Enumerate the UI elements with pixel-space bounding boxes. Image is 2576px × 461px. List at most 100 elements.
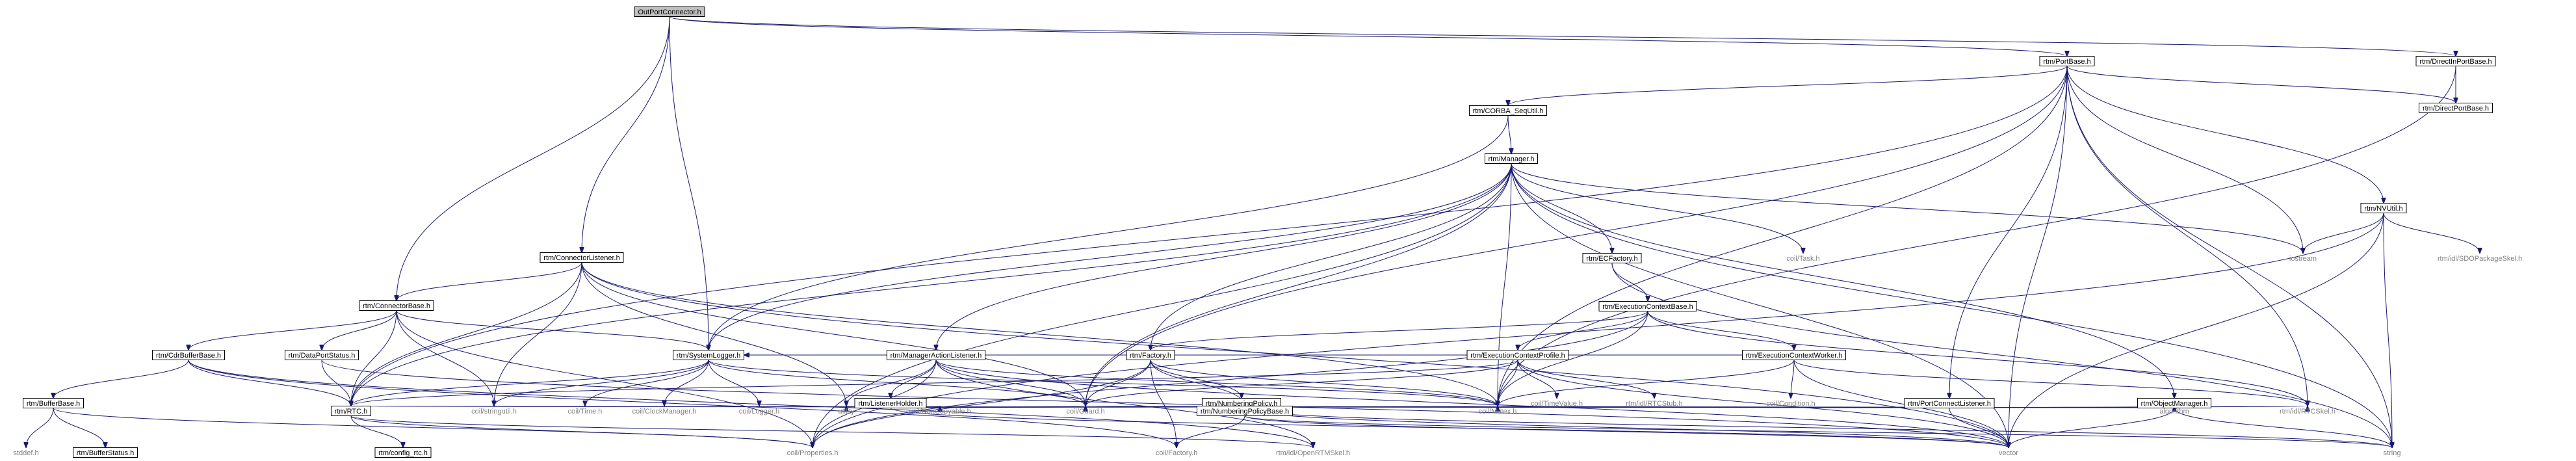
edge-rtm-rtc-h-to-coil-properties-h (350, 415, 813, 448)
edge-rtm-portbase-h-to-rtm-portconnectlistener-h (1949, 66, 2068, 399)
node-rtm-manageractionlistener-h[interactable]: rtm/ManagerActionListener.h (887, 350, 985, 360)
node-rtm-rtc-h[interactable]: rtm/RTC.h (331, 406, 371, 416)
node-rtm-executioncontextworker-h[interactable]: rtm/ExecutionContextWorker.h (1742, 350, 1846, 360)
node-rtm-bufferbase-h[interactable]: rtm/BufferBase.h (23, 398, 84, 408)
node-rtm-cdrbufferbase-h[interactable]: rtm/CdrBufferBase.h (152, 350, 225, 360)
edge-rtm-cdrbufferbase-h-to-rtm-bufferbase-h (53, 360, 189, 399)
node-rtm-directinportbase-h[interactable]: rtm/DirectInPortBase.h (2415, 56, 2496, 66)
node-rtm-connectorlistener-h[interactable]: rtm/ConnectorListener.h (540, 252, 624, 263)
edge-line (2303, 213, 2384, 254)
node-rtm-factory-h[interactable]: rtm/Factory.h (1126, 350, 1175, 360)
edge-line (1611, 263, 2392, 448)
edge-outportconnector-h-to-rtm-systemlogger-h (669, 16, 709, 350)
edge-rtm-factory-h-to-coil-mutex-h (1150, 360, 1498, 406)
edge-line (1498, 66, 2456, 406)
node-rtm-portbase-h[interactable]: rtm/PortBase.h (2039, 56, 2095, 66)
edge-line (1793, 360, 2009, 448)
node-label: rtm/Manager.h (1489, 155, 1535, 163)
node-rtm-directportbase-h[interactable]: rtm/DirectPortBase.h (2419, 103, 2493, 113)
node-rtm-manager-h[interactable]: rtm/Manager.h (1485, 153, 1538, 164)
edge-rtm-dataportstatus-h-to-rtm-rtc-h (321, 360, 351, 406)
node-rtm-portconnectlistener-h[interactable]: rtm/PortConnectListener.h (1904, 398, 1995, 408)
edge-line (188, 360, 1313, 448)
edge-rtm-rtc-h-to-rtm-config-rtc-h (350, 415, 403, 448)
node-rtm-executioncontextprofile-h[interactable]: rtm/ExecutionContextProfile.h (1466, 350, 1569, 360)
edge-line (351, 163, 1512, 406)
edge-line (351, 262, 582, 406)
node-label: rtm/CORBA_SeqUtil.h (1473, 107, 1544, 115)
edge-line (1511, 163, 1803, 254)
edge-line (1517, 360, 1557, 399)
edge-line (585, 360, 709, 406)
edge-line (26, 408, 54, 448)
node-rtm-dataportstatus-h[interactable]: rtm/DataPortStatus.h (285, 350, 359, 360)
node-label: coil/Task.h (1786, 255, 1819, 263)
node-rtm-nvutil-h[interactable]: rtm/NVUtil.h (2360, 203, 2407, 213)
node-label: rtm/NumberingPolicyBase.h (1201, 408, 1289, 415)
edge-rtm-manager-h-to-rtm-objectmanager-h (1511, 163, 2174, 399)
edge-outportconnector-h-to-rtm-directinportbase-h (669, 16, 2456, 57)
node-label: rtm/BufferBase.h (27, 400, 80, 408)
edge-line (322, 310, 397, 350)
node-coil-condition-h: coil/Condition.h (1766, 400, 1815, 408)
node-box (1598, 301, 1697, 311)
node-iostream: iostream (2289, 255, 2317, 263)
edge-line (1150, 360, 1242, 399)
edge-line (351, 66, 2068, 406)
node-box (152, 350, 225, 360)
edge-outportconnector-h-to-rtm-connectorbase-h (397, 16, 670, 301)
edge-rtm-systemlogger-h-to-coil-logger-h (708, 360, 759, 406)
edge-line (1498, 360, 1795, 406)
node-box (1126, 350, 1175, 360)
edge-outportconnector-h-to-rtm-connectorlistener-h (582, 16, 670, 253)
edge-rtm-manager-h-to-coil-guard-h (1086, 163, 1512, 406)
edge-line (350, 415, 403, 448)
edge-rtm-portbase-h-to-rtm-rtc-h (351, 66, 2068, 406)
node-label: coil/Factory.h (1156, 449, 1198, 457)
node-rtm-listenerholder-h[interactable]: rtm/ListenerHolder.h (854, 398, 927, 408)
node-coil-properties-h: coil/Properties.h (787, 449, 839, 457)
edge-line (2383, 213, 2480, 254)
node-rtm-objectmanager-h[interactable]: rtm/ObjectManager.h (2137, 398, 2211, 408)
edge-line (350, 415, 1313, 448)
edge-rtm-manageractionlistener-h-to-rtm-idl-openrtmskel-h (935, 360, 1313, 448)
edge-line (397, 16, 670, 301)
node-rtm-corba-sequtil-h[interactable]: rtm/CORBA_SeqUtil.h (1469, 105, 1547, 116)
edge-rtm-bufferbase-h-to-rtm-bufferstatus-h (53, 408, 105, 448)
edge-rtm-manageractionlistener-h-to-rtm-listenerholder-h (891, 360, 937, 399)
edge-line (321, 360, 2009, 448)
edge-rtm-executioncontextprofile-h-to-coil-timevalue-h (1517, 360, 1557, 399)
node-rtm-connectorbase-h[interactable]: rtm/ConnectorBase.h (359, 300, 434, 311)
node-rtm-numberingpolicybase-h[interactable]: rtm/NumberingPolicyBase.h (1197, 406, 1293, 416)
edge-rtm-connectorlistener-h-to-coil-stringutil-h (494, 262, 582, 406)
edge-rtm-connectorbase-h-to-rtm-dataportstatus-h (322, 310, 397, 350)
node-label: rtm/ObjectManager.h (2141, 400, 2208, 408)
node-rtm-executioncontextbase-h[interactable]: rtm/ExecutionContextBase.h (1598, 301, 1697, 311)
edge-line (351, 310, 397, 406)
edge-rtm-connectorlistener-h-to-utility (581, 262, 846, 406)
node-rtm-config-rtc-h[interactable]: rtm/config_rtc.h (374, 447, 432, 458)
node-coil-guard-h: coil/Guard.h (1066, 408, 1104, 415)
node-coil-factory-h: coil/Factory.h (1156, 449, 1198, 457)
edge-line (53, 408, 813, 448)
edge-rtm-systemlogger-h-to-coil-clockmanager-h (664, 360, 709, 406)
node-rtm-systemlogger-h[interactable]: rtm/SystemLogger.h (673, 350, 744, 360)
edge-rtm-executioncontextbase-h-to-rtm-idl-rtcskel-h (1647, 311, 2308, 406)
node-rtm-ecfactory-h[interactable]: rtm/ECFactory.h (1582, 253, 1642, 263)
edge-line (1498, 311, 1648, 406)
node-label: rtm/ConnectorBase.h (363, 302, 430, 310)
edge-line (188, 360, 351, 406)
edge-line (891, 360, 937, 399)
edge-rtm-manageractionlistener-h-to-coil-mutex-h (935, 360, 1498, 406)
node-label: rtm/PortBase.h (2043, 58, 2090, 66)
node-box (1582, 253, 1642, 263)
edge-rtm-systemlogger-h-to-coil-time-h (585, 360, 709, 406)
edge-rtm-numberingpolicy-h-to-vector (1241, 408, 2009, 448)
edge-line (396, 310, 709, 350)
edge-line (1244, 415, 2392, 448)
node-rtm-bufferstatus-h[interactable]: rtm/BufferStatus.h (73, 447, 138, 458)
edge-rtm-executioncontextworker-h-to-vector (1793, 360, 2009, 448)
edge-rtm-nvutil-h-to-rtm-idl-sdopackageskel-h (2383, 213, 2480, 254)
node-box (887, 350, 985, 360)
edge-rtm-portbase-h-to-iostream (2066, 66, 2303, 254)
